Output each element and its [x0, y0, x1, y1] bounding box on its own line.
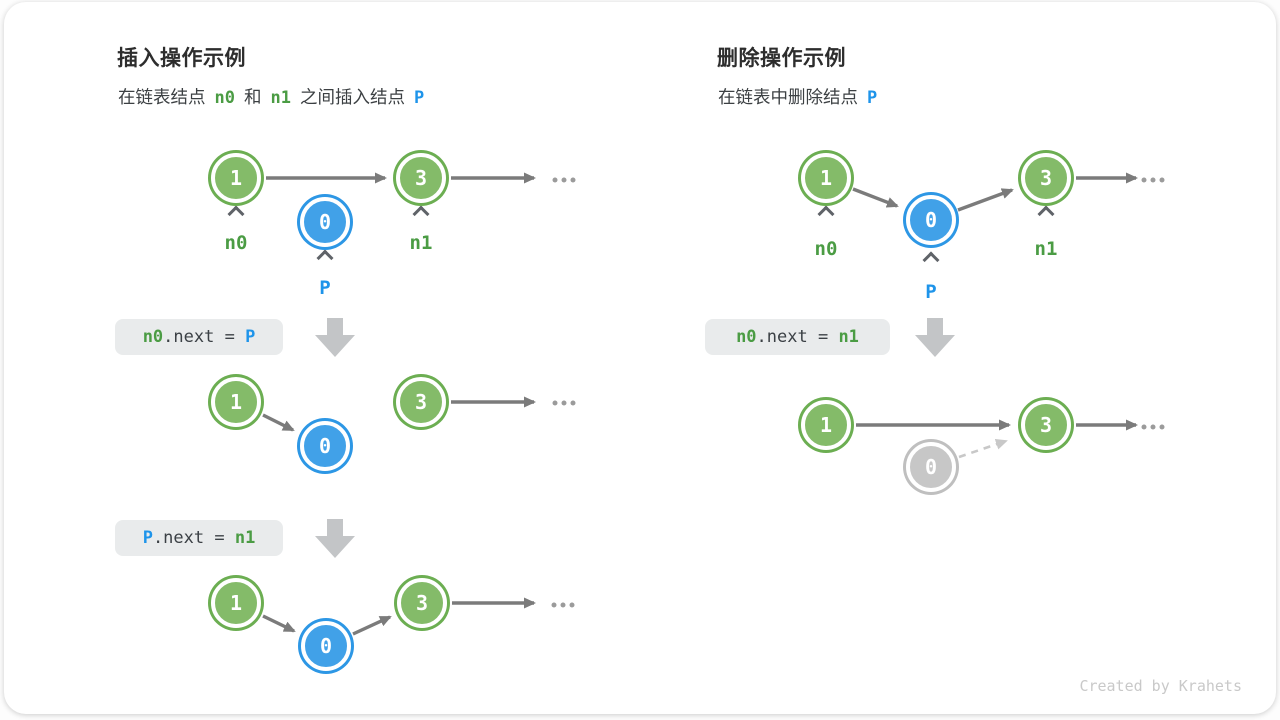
node-value: 3 [1039, 413, 1053, 437]
node-value: 3 [1039, 166, 1053, 190]
code-token: P [245, 327, 256, 347]
node-value: 0 [924, 455, 938, 479]
subtitle-text: 在链表中删除结点 [718, 87, 858, 107]
node-1: 1 [211, 578, 261, 628]
code-token: n0 [142, 327, 164, 347]
node-value: 0 [924, 208, 938, 232]
node-value: 0 [318, 210, 332, 234]
node-label-p: P [319, 277, 331, 299]
down-arrow-icon [315, 519, 355, 558]
ellipsis [552, 177, 576, 183]
delete-section-subtitle: 在链表中删除结点 P [718, 84, 886, 109]
node-value: 1 [229, 591, 243, 615]
node-0-p: 0 [300, 421, 350, 471]
token-p: P [867, 88, 878, 108]
insert-section-subtitle: 在链表结点 n0 和 n1 之间插入结点 P [118, 84, 433, 109]
code-token: .next = [756, 327, 839, 347]
node-value: 0 [318, 434, 332, 458]
down-arrow-icon [915, 318, 955, 357]
code-token: n1 [234, 528, 256, 548]
node-value: 3 [414, 390, 428, 414]
codebox-insert-step1: n0.next = P [115, 319, 283, 355]
node-1: 1 [801, 400, 851, 450]
node-value: 3 [415, 591, 429, 615]
subtitle-text: 之间插入结点 [299, 87, 405, 107]
arrow-delete1-p-to-n1 [957, 188, 1014, 212]
subtitle-text: 和 [243, 87, 262, 107]
node-3: 3 [1021, 153, 1071, 203]
code-token: .next = [152, 528, 235, 548]
node-label-p: P [925, 281, 937, 303]
code-token: .next = [163, 327, 246, 347]
subtitle-text: 在链表结点 [118, 87, 206, 107]
credit-text: Created by Krahets [1079, 677, 1242, 695]
node-value: 1 [229, 390, 243, 414]
code-token: P [142, 528, 153, 548]
token-n1: n1 [270, 88, 291, 108]
ellipsis [1141, 424, 1165, 430]
arrow-delete2-removed-p-to-n1-dashed [958, 439, 1008, 459]
codebox-delete-step1: n0.next = n1 [705, 319, 890, 355]
node-value: 0 [319, 634, 333, 658]
node-value: 1 [229, 166, 243, 190]
node-label-n0: n0 [224, 232, 248, 254]
node-0-p: 0 [906, 195, 956, 245]
node-3: 3 [1021, 400, 1071, 450]
code-token: n1 [838, 327, 859, 347]
node-value: 1 [819, 166, 833, 190]
node-0-p: 0 [301, 621, 351, 671]
node-label-n0: n0 [814, 238, 838, 260]
node-3: 3 [396, 153, 446, 203]
arrow-insert2-n0-to-p [262, 413, 295, 432]
insert-section-title: 插入操作示例 [117, 47, 246, 70]
node-label-n1: n1 [409, 232, 433, 254]
down-arrow-icon [315, 318, 355, 357]
ellipsis [1141, 177, 1165, 183]
node-3: 3 [396, 377, 446, 427]
node-value: 1 [819, 413, 833, 437]
node-0-removed: 0 [906, 442, 956, 492]
node-0-p: 0 [300, 197, 350, 247]
node-1: 1 [211, 153, 261, 203]
arrow-insert3-n0-to-p [262, 614, 296, 633]
node-value: 3 [414, 166, 428, 190]
arrow-delete1-n0-to-p [852, 187, 899, 208]
token-n0: n0 [214, 88, 235, 108]
token-p: P [413, 88, 425, 108]
codebox-insert-step2: P.next = n1 [115, 520, 283, 556]
node-1: 1 [211, 377, 261, 427]
node-1: 1 [801, 153, 851, 203]
ellipsis [552, 400, 576, 406]
node-label-n1: n1 [1034, 238, 1058, 260]
delete-section-title: 删除操作示例 [717, 47, 846, 70]
ellipsis [551, 602, 575, 608]
node-3: 3 [397, 578, 447, 628]
arrow-insert3-p-to-n1 [352, 615, 392, 636]
code-token: n0 [736, 327, 757, 347]
